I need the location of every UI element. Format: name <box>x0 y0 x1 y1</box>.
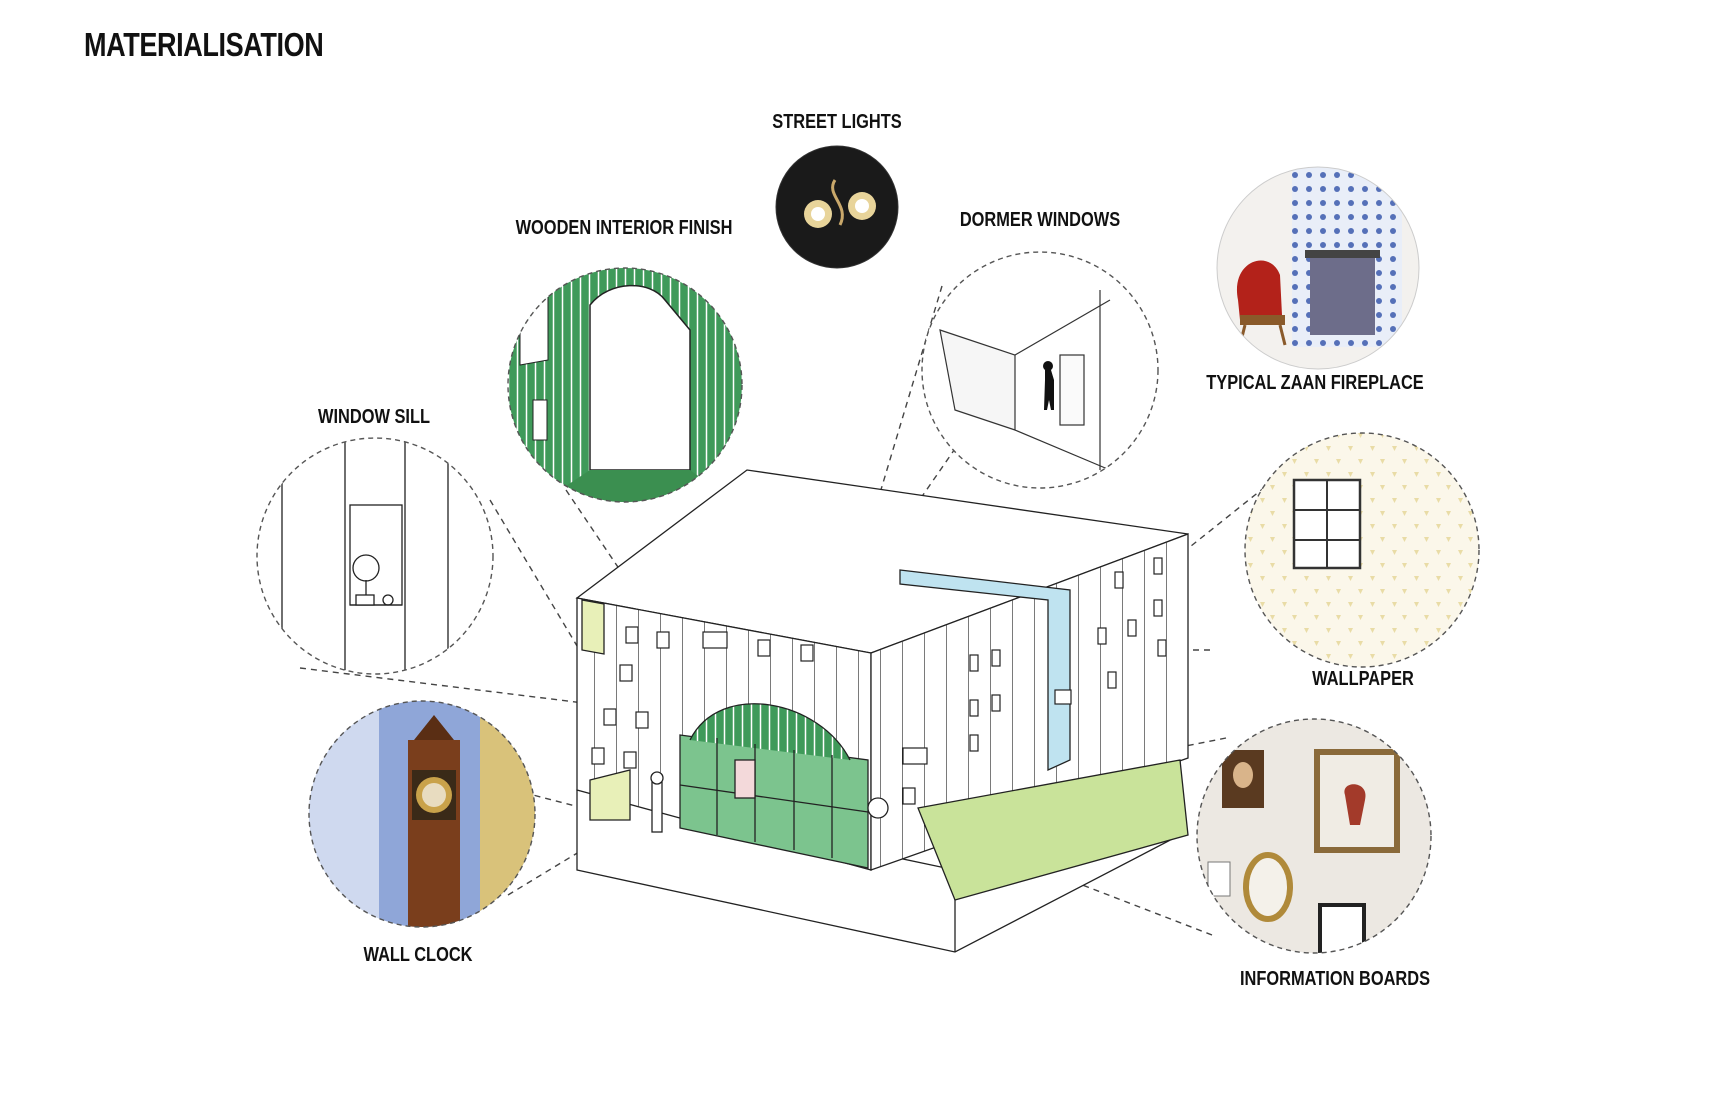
dormer-windows-label: DORMER WINDOWS <box>959 209 1121 231</box>
information-boards-label: INFORMATION BOARDS <box>1239 968 1431 990</box>
window-grid-left <box>591 626 928 805</box>
window-sill-label: WINDOW SILL <box>317 406 431 428</box>
typical-zaan-fireplace-label: TYPICAL ZAAN FIREPLACE <box>1206 372 1424 394</box>
street-lights-circle <box>775 145 899 269</box>
wallpaper-label: WALLPAPER <box>1312 668 1414 690</box>
information-boards-circle <box>1196 718 1432 954</box>
building-model <box>575 469 1189 953</box>
page-title: MATERIALISATION <box>84 26 324 63</box>
wall-clock-label: WALL CLOCK <box>363 944 473 966</box>
street-lights-label: STREET LIGHTS <box>772 111 902 133</box>
window-sill-circle <box>256 437 494 675</box>
wallpaper-circle <box>1244 432 1480 668</box>
wooden-interior-finish-label: WOODEN INTERIOR FINISH <box>515 217 733 239</box>
typical-zaan-fireplace-circle <box>1216 166 1420 370</box>
window-grid-right <box>969 557 1167 752</box>
dormer-windows-circle <box>921 251 1159 489</box>
wall-clock-circle <box>308 700 536 928</box>
wooden-interior-finish-circle <box>507 267 743 503</box>
